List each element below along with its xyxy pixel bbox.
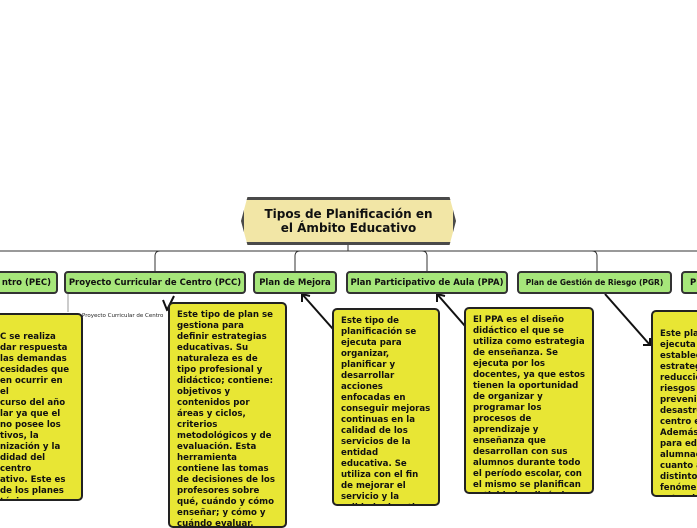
branch-ppa [421, 250, 428, 271]
category-pgr[interactable]: Plan de Gestión de Riesgo (PGR) [517, 271, 672, 294]
branch-pcc [154, 250, 161, 271]
note-plan-de-mejora[interactable]: Este tipo de planificación se ejecuta pa… [332, 308, 440, 506]
category-ppa[interactable]: Plan Participativo de Aula (PPA) [346, 271, 508, 294]
category-pcc[interactable]: Proyecto Curricular de Centro (PCC) [64, 271, 246, 294]
root-topic[interactable]: Tipos de Planificación en el Ámbito Educ… [241, 197, 456, 245]
arrow-pgr-head [643, 338, 651, 346]
arrow-mejora-head [301, 292, 311, 302]
note-ppa[interactable]: El PPA es el diseño didáctico el que se … [464, 307, 594, 494]
category-plan-de-mejora[interactable]: Plan de Mejora [253, 271, 337, 294]
category-next[interactable]: P [681, 271, 697, 294]
note-text: Este tipo de planificación se ejecuta pa… [341, 316, 431, 504]
connector-label: Proyecto Curricular de Centro [82, 313, 164, 319]
note-pcc[interactable]: Este tipo de plan se gestiona para defin… [168, 302, 287, 528]
arrow-ppa [436, 293, 466, 327]
branch-pgr [591, 250, 598, 271]
branch-mejora [294, 250, 301, 271]
category-label: Plan de Gestión de Riesgo (PGR) [525, 278, 664, 287]
note-text: El PPA es el diseño didáctico el que se … [473, 315, 585, 492]
category-label: P [690, 277, 697, 288]
arrow-ppa-head [436, 292, 446, 302]
note-pgr[interactable]: Este pla ejecuta establec estrateg reduc… [651, 310, 697, 497]
note-text: C se realiza dar respuesta las demandas … [0, 332, 70, 499]
category-label: Proyecto Curricular de Centro (PCC) [68, 277, 242, 288]
arrow-pgr [604, 293, 651, 346]
note-text: Este pla ejecuta establec estrateg reduc… [660, 329, 697, 495]
category-pec[interactable]: ntro (PEC) [0, 271, 58, 294]
category-label: Plan de Mejora [259, 277, 331, 288]
category-label: Plan Participativo de Aula (PPA) [350, 277, 504, 288]
note-text: Este tipo de plan se gestiona para defin… [177, 310, 275, 528]
category-label: ntro (PEC) [1, 277, 51, 288]
note-pec[interactable]: C se realiza dar respuesta las demandas … [0, 313, 83, 501]
root-title: Tipos de Planificación en el Ámbito Educ… [264, 207, 433, 235]
